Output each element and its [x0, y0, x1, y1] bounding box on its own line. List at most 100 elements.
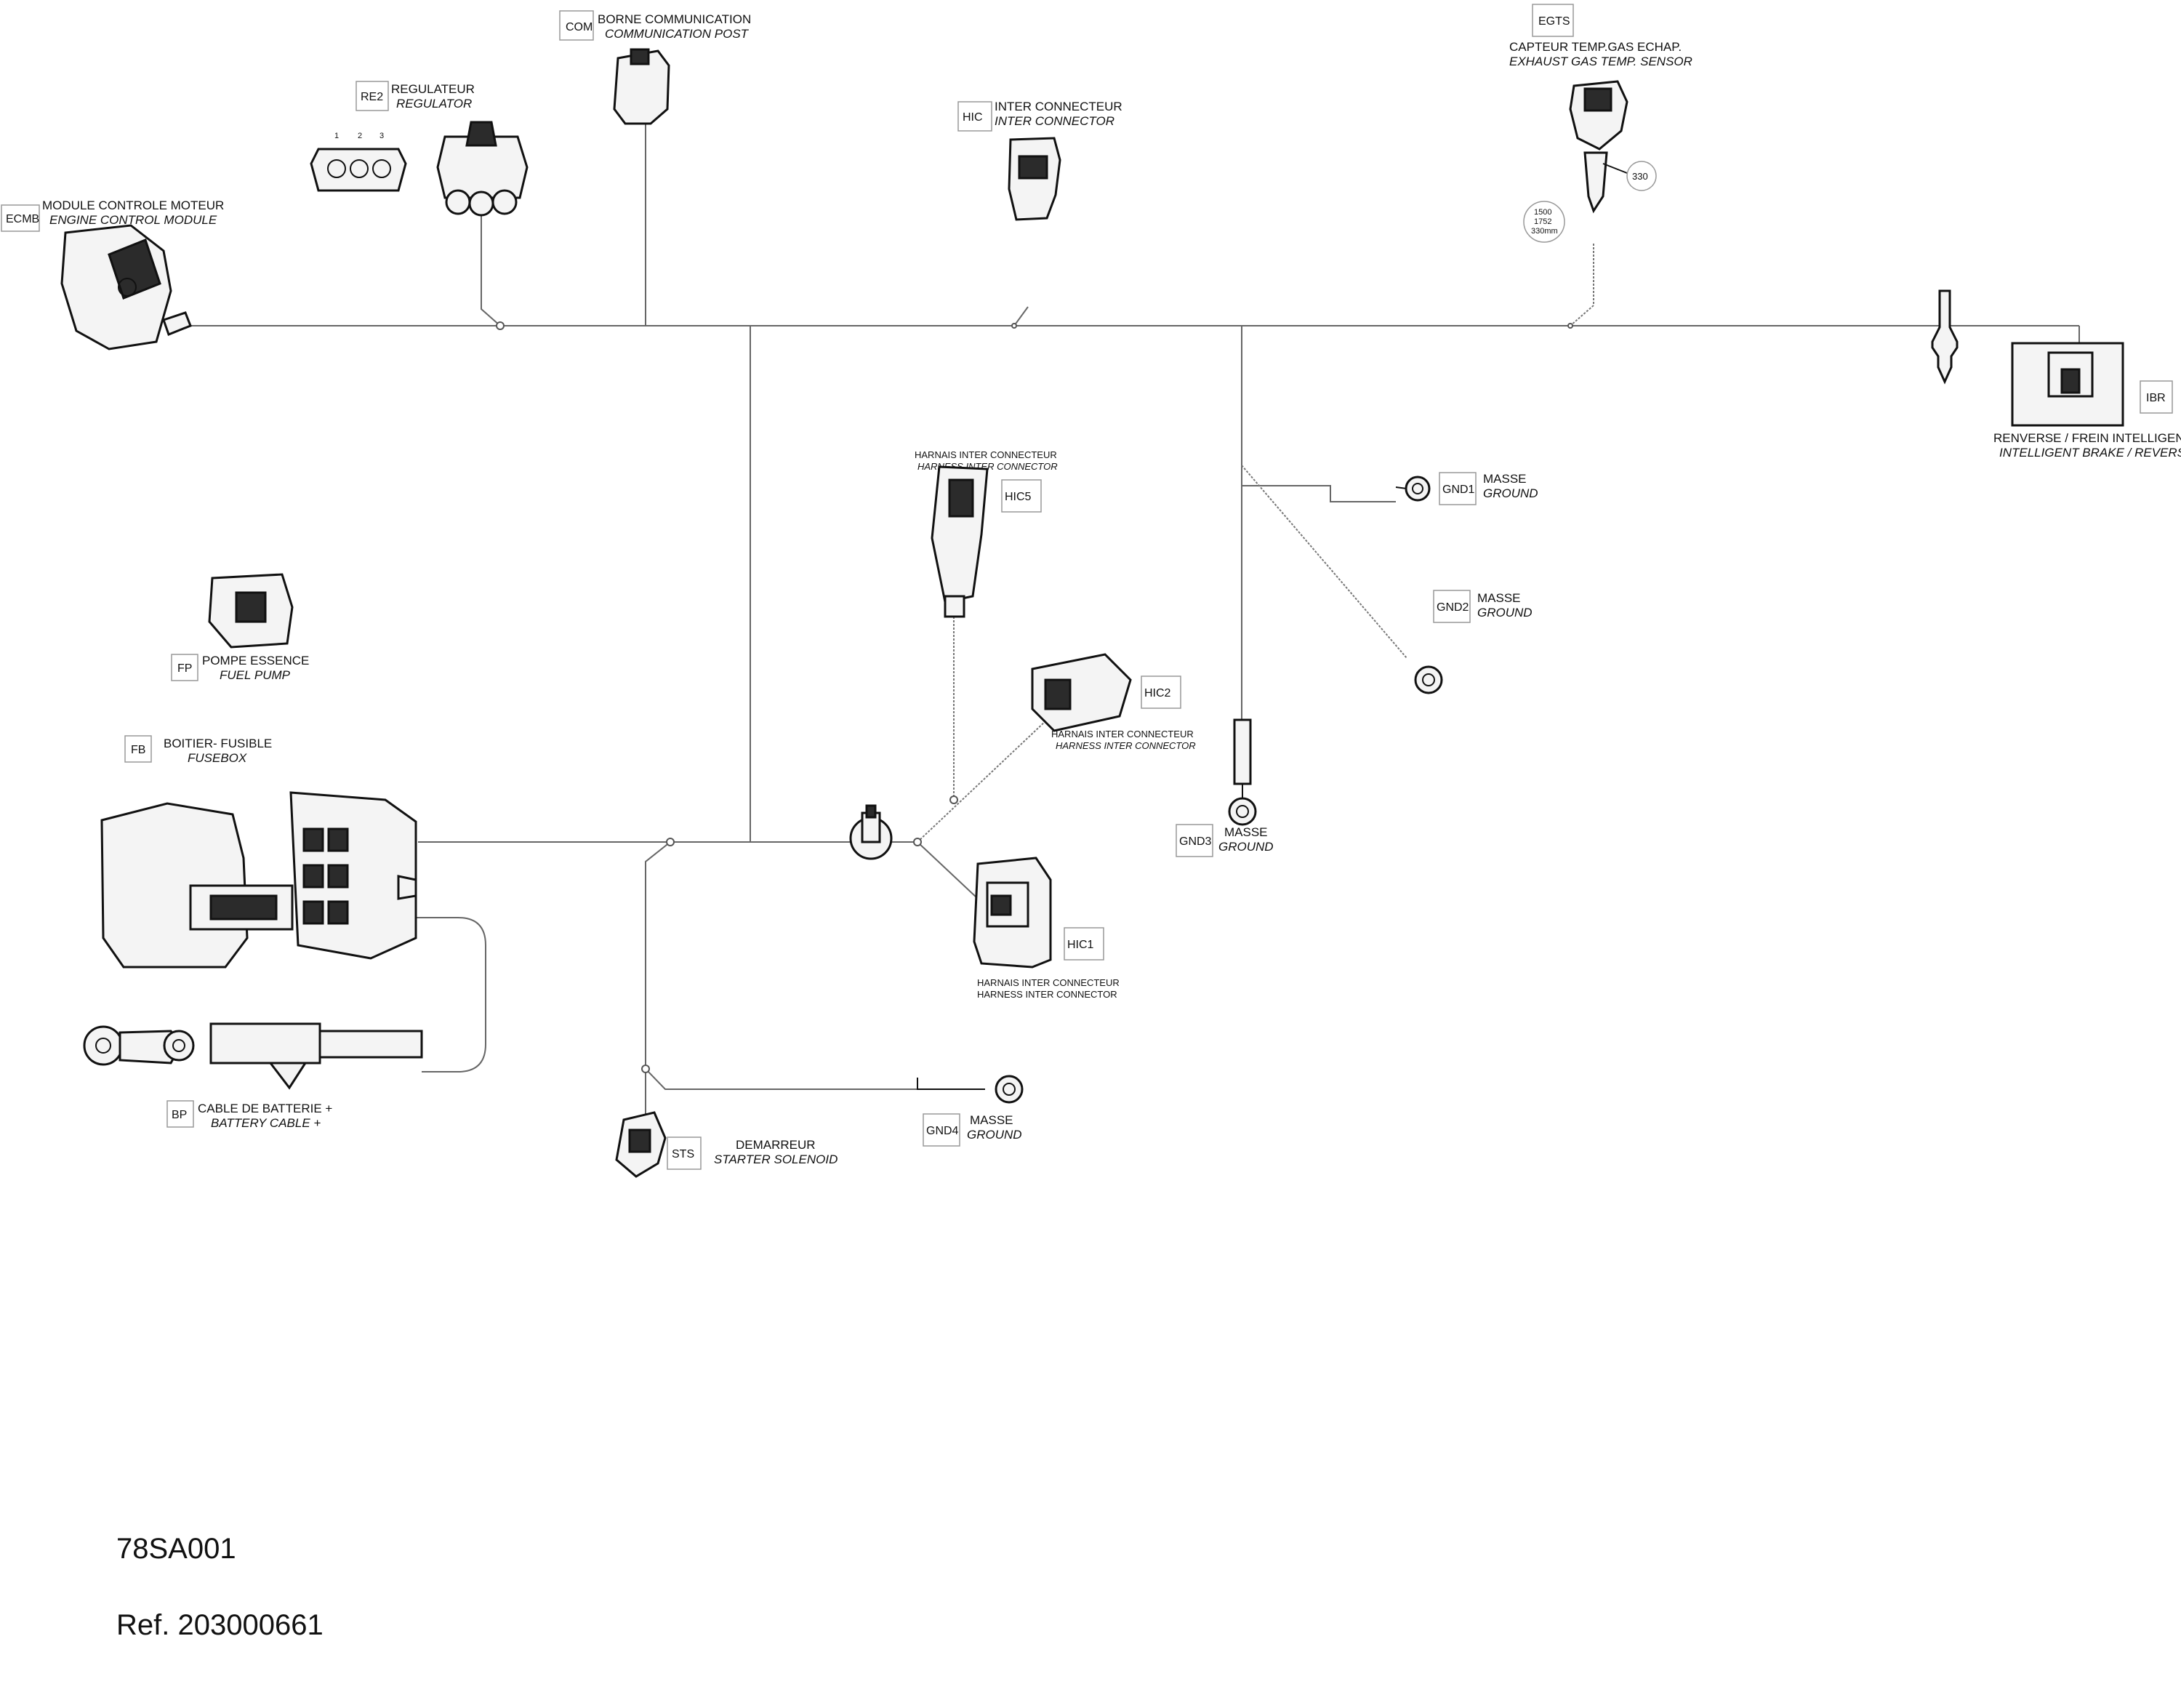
regulator[interactable]: RE2 REGULATEUR REGULATOR 1 2 3	[310, 81, 529, 217]
fusebox-terminal	[327, 900, 349, 925]
gnd4-code-box	[923, 1113, 960, 1147]
ecmb-code-box	[1, 204, 40, 232]
hic1-label-en: HARNESS INTER CONNECTOR	[977, 989, 1117, 1000]
ecm-body	[60, 224, 172, 350]
egts-label-fr: CAPTEUR TEMP.GAS ECHAP.	[1509, 40, 1682, 54]
hic2-code: HIC2	[1144, 687, 1171, 699]
egts-callout-leader	[1602, 163, 1628, 174]
gnd2-code-box	[1433, 590, 1471, 623]
egts-latch	[1583, 87, 1612, 112]
egts-dimension: 330mm	[1531, 227, 1558, 236]
re2-label-en: REGULATOR	[396, 97, 472, 111]
sts-code-box	[667, 1136, 702, 1170]
hic-code: HIC	[963, 111, 983, 124]
bp-cable	[318, 1030, 423, 1059]
com-latch	[630, 48, 650, 65]
ground-gnd2[interactable]: GND2 MASSE GROUND	[1414, 590, 1533, 694]
harness-inter-connector-hic5[interactable]: HARNAIS INTER CONNECTEUR HARNESS INTER C…	[915, 449, 1058, 618]
gnd1-code-box	[1439, 472, 1477, 505]
junction-node	[666, 838, 675, 846]
egts-code-box	[1532, 4, 1574, 37]
egts-probe	[1583, 151, 1608, 214]
exhaust-gas-temp-sensor[interactable]: EGTS CAPTEUR TEMP.GAS ECHAP. EXHAUST GAS…	[1509, 4, 1692, 243]
ground-gnd1[interactable]: GND1 MASSE GROUND	[1395, 472, 1538, 505]
hic1-code-box	[1064, 927, 1104, 961]
hic1-latch	[990, 894, 1012, 916]
bp-boot	[209, 1022, 321, 1065]
intelligent-brake-reverse[interactable]: IBR RENVERSE / FREIN INTELLIGENT INTELLI…	[1931, 289, 2181, 460]
harness-inter-connector-hic2[interactable]: HIC2 HARNAIS INTER CONNECTEUR HARNESS IN…	[1031, 653, 1196, 751]
re2-pin-label: 1	[334, 132, 339, 140]
hic5-code: HIC5	[1005, 491, 1032, 503]
bp-code: BP	[172, 1109, 187, 1121]
fp-code: FP	[177, 662, 192, 675]
regulator-pin	[327, 159, 346, 178]
battery-cable-positive[interactable]: BP CABLE DE BATTERIE + BATTERY CABLE +	[83, 1022, 423, 1130]
fb-label-en: FUSEBOX	[188, 751, 247, 765]
engine-control-module[interactable]: ECMB MODULE CONTROLE MOTEUR ENGINE CONTR…	[1, 199, 224, 350]
fusebox[interactable]: FB BOITIER- FUSIBLE FUSEBOX	[100, 735, 417, 969]
regulator-pin	[372, 159, 391, 178]
hic2-label-en: HARNESS INTER CONNECTOR	[1056, 740, 1196, 751]
junction-node	[1011, 323, 1017, 329]
hic2-latch	[1044, 678, 1072, 710]
bp-lug-ring-hole	[172, 1039, 185, 1052]
bp-ring-hole	[95, 1038, 111, 1054]
hic5-code-box	[1001, 479, 1042, 513]
gnd4-label-en: GROUND	[967, 1128, 1022, 1142]
re2-pin-label: 3	[379, 132, 384, 140]
communication-post[interactable]: COM BORNE COMMUNICATION COMMUNICATION PO…	[559, 10, 751, 125]
center-inline-connector[interactable]	[849, 804, 893, 860]
gnd1-ring-hole	[1412, 483, 1423, 494]
gnd3-ring-terminal	[1228, 797, 1257, 826]
ecm-lead	[162, 311, 192, 336]
drawing-number: 78SA001	[116, 1533, 236, 1565]
harness-inter-connector-hic1[interactable]: HIC1 HARNAIS INTER CONNECTEUR HARNESS IN…	[973, 857, 1120, 1000]
ecm-bolt	[118, 278, 137, 297]
com-code-box	[559, 10, 594, 41]
ecmb-label-fr: MODULE CONTROLE MOTEUR	[42, 199, 224, 212]
gnd3-code: GND3	[1179, 835, 1212, 848]
wire-to-gnd1	[1242, 485, 1396, 502]
sts-label-fr: DEMARREUR	[736, 1138, 816, 1152]
hic-label-fr: INTER CONNECTEUR	[995, 100, 1122, 113]
wire-to-hic	[1013, 306, 1029, 326]
ibr-inline-fitting	[1931, 289, 1959, 385]
fuel-pump[interactable]: FP POMPE ESSENCE FUEL PUMP	[171, 573, 309, 682]
gnd3-label-en: GROUND	[1218, 840, 1274, 854]
egts-dimension: 1500	[1534, 208, 1551, 217]
ground-gnd3[interactable]: GND3 MASSE GROUND	[1176, 718, 1274, 857]
gnd3-sleeve	[1233, 718, 1252, 785]
reference-number: Ref. 203000661	[116, 1609, 324, 1641]
gnd2-code: GND2	[1437, 601, 1469, 614]
sts-code: STS	[672, 1148, 694, 1160]
gnd3-label-fr: MASSE	[1224, 825, 1268, 839]
ibr-code: IBR	[2146, 392, 2166, 404]
fb-code: FB	[131, 744, 145, 756]
wire-to-hic2	[917, 719, 1048, 843]
ground-gnd4[interactable]: GND4 MASSE GROUND	[917, 1075, 1024, 1147]
wire-to-gnd4	[645, 1068, 917, 1090]
fuel-pump-latch	[235, 591, 267, 623]
egts-label-en: EXHAUST GAS TEMP. SENSOR	[1509, 55, 1692, 68]
gnd3-ring-hole	[1236, 805, 1249, 818]
wire-fusebox-loop	[414, 917, 486, 1072]
hic2-code-box	[1141, 675, 1181, 709]
com-code: COM	[566, 21, 593, 33]
gnd1-lug-shaft	[1395, 486, 1407, 489]
gnd2-ring-hole	[1422, 673, 1435, 686]
regulator-terminal	[468, 191, 494, 217]
regulator-terminal	[491, 189, 518, 215]
ibr-latch	[2060, 368, 2081, 394]
center-connector-cap	[865, 804, 877, 819]
hic1-label-fr: HARNAIS INTER CONNECTEUR	[977, 977, 1120, 988]
egts-callout-circle	[1626, 161, 1657, 191]
gnd4-ring-hole	[1003, 1083, 1016, 1096]
wire-to-egts	[1570, 244, 1594, 326]
starter-solenoid[interactable]: STS DEMARREUR STARTER SOLENOID	[615, 1111, 838, 1178]
hic2-connector-body	[1031, 653, 1132, 732]
fusebox-terminal	[302, 900, 324, 925]
hic5-tail	[944, 595, 965, 618]
inter-connector[interactable]: HIC INTER CONNECTEUR INTER CONNECTOR	[957, 100, 1122, 221]
